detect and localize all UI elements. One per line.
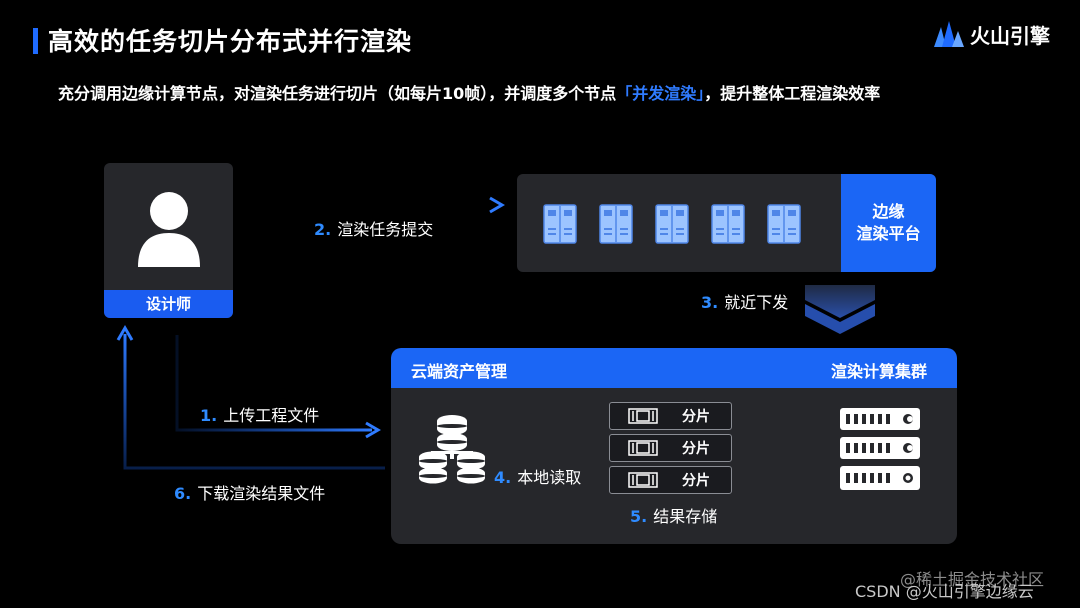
subtitle-highlight: 「并发渲染」 <box>616 84 705 103</box>
step-text: 上传工程文件 <box>223 406 320 425</box>
step-number: 4. <box>494 468 512 487</box>
step-2-label: 2. 渲染任务提交 <box>314 216 433 240</box>
brand-name: 火山引擎 <box>970 23 1050 48</box>
step-4-label: 4. 本地读取 <box>494 464 581 488</box>
step-text: 下载渲染结果文件 <box>197 484 326 503</box>
rack-server-icon <box>840 408 920 490</box>
cloud-asset-title: 云端资产管理 <box>411 362 508 381</box>
step-text: 本地读取 <box>517 468 582 487</box>
server-cabinet-icon <box>711 204 745 244</box>
dispatch-chevron <box>805 285 875 318</box>
edge-platform-card: 边缘 渲染平台 <box>517 174 936 272</box>
watermark-juejin: @稀土掘金技术社区 <box>900 570 1045 589</box>
shard-label: 分片 <box>682 441 710 457</box>
shard-item: 分片 <box>609 466 732 494</box>
title-accent-bar <box>33 28 38 54</box>
step-text: 结果存储 <box>653 507 718 526</box>
render-cluster-title: 渲染计算集群 <box>830 362 927 381</box>
watermark-csdn: CSDN @火山引擎边缘云 <box>855 582 1034 601</box>
step-5-label: 5. 结果存储 <box>630 503 717 527</box>
film-strip-icon <box>628 472 658 488</box>
shard-label: 分片 <box>682 409 710 425</box>
server-cabinet-icon <box>767 204 801 244</box>
designer-card: 设计师 <box>104 163 233 318</box>
step-number: 5. <box>630 507 648 526</box>
server-cabinet-icon <box>543 204 577 244</box>
database-icon <box>419 415 485 484</box>
step-6-label: 6. 下载渲染结果文件 <box>174 480 325 504</box>
cloud-header: 云端资产管理 渲染计算集群 <box>391 348 957 388</box>
brand-logo: 火山引擎 <box>934 18 1050 50</box>
subtitle: 充分调用边缘计算节点，对渲染任务进行切片（如每片10帧），并调度多个节点「并发渲… <box>58 80 880 104</box>
step-number: 3. <box>701 293 719 312</box>
user-icon <box>138 192 200 267</box>
arrow-upload <box>175 335 372 432</box>
edge-platform-label: 边缘 渲染平台 <box>841 174 936 272</box>
step-number: 2. <box>314 220 332 239</box>
step-3-label: 3. 就近下发 <box>701 289 788 313</box>
step-number: 6. <box>174 484 192 503</box>
shard-label: 分片 <box>682 473 710 489</box>
film-strip-icon <box>628 440 658 456</box>
edge-label-line1: 边缘 <box>872 202 905 221</box>
shard-item: 分片 <box>609 434 732 462</box>
step-text: 就近下发 <box>724 293 789 312</box>
step-1-label: 1. 上传工程文件 <box>200 402 319 426</box>
server-cabinet-icon <box>599 204 633 244</box>
edge-label-line2: 渲染平台 <box>856 224 921 243</box>
designer-label: 设计师 <box>104 290 233 318</box>
server-cabinet-icon <box>655 204 689 244</box>
arrow-download <box>123 334 385 470</box>
step-text: 渲染任务提交 <box>337 220 434 239</box>
shard-item: 分片 <box>609 402 732 430</box>
cloud-card: 云端资产管理 渲染计算集群 分片 <box>391 348 957 544</box>
subtitle-text-end: ，提升整体工程渲染效率 <box>704 84 881 103</box>
page-title: 高效的任务切片分布式并行渲染 <box>48 27 413 56</box>
shard-list: 分片 分片 分片 <box>609 402 732 494</box>
volcano-logo-icon <box>934 21 964 47</box>
film-strip-icon <box>628 408 658 424</box>
subtitle-text: 充分调用边缘计算节点，对渲染任务进行切片（如每片10帧），并调度多个节点 <box>58 84 617 103</box>
step-number: 1. <box>200 406 218 425</box>
